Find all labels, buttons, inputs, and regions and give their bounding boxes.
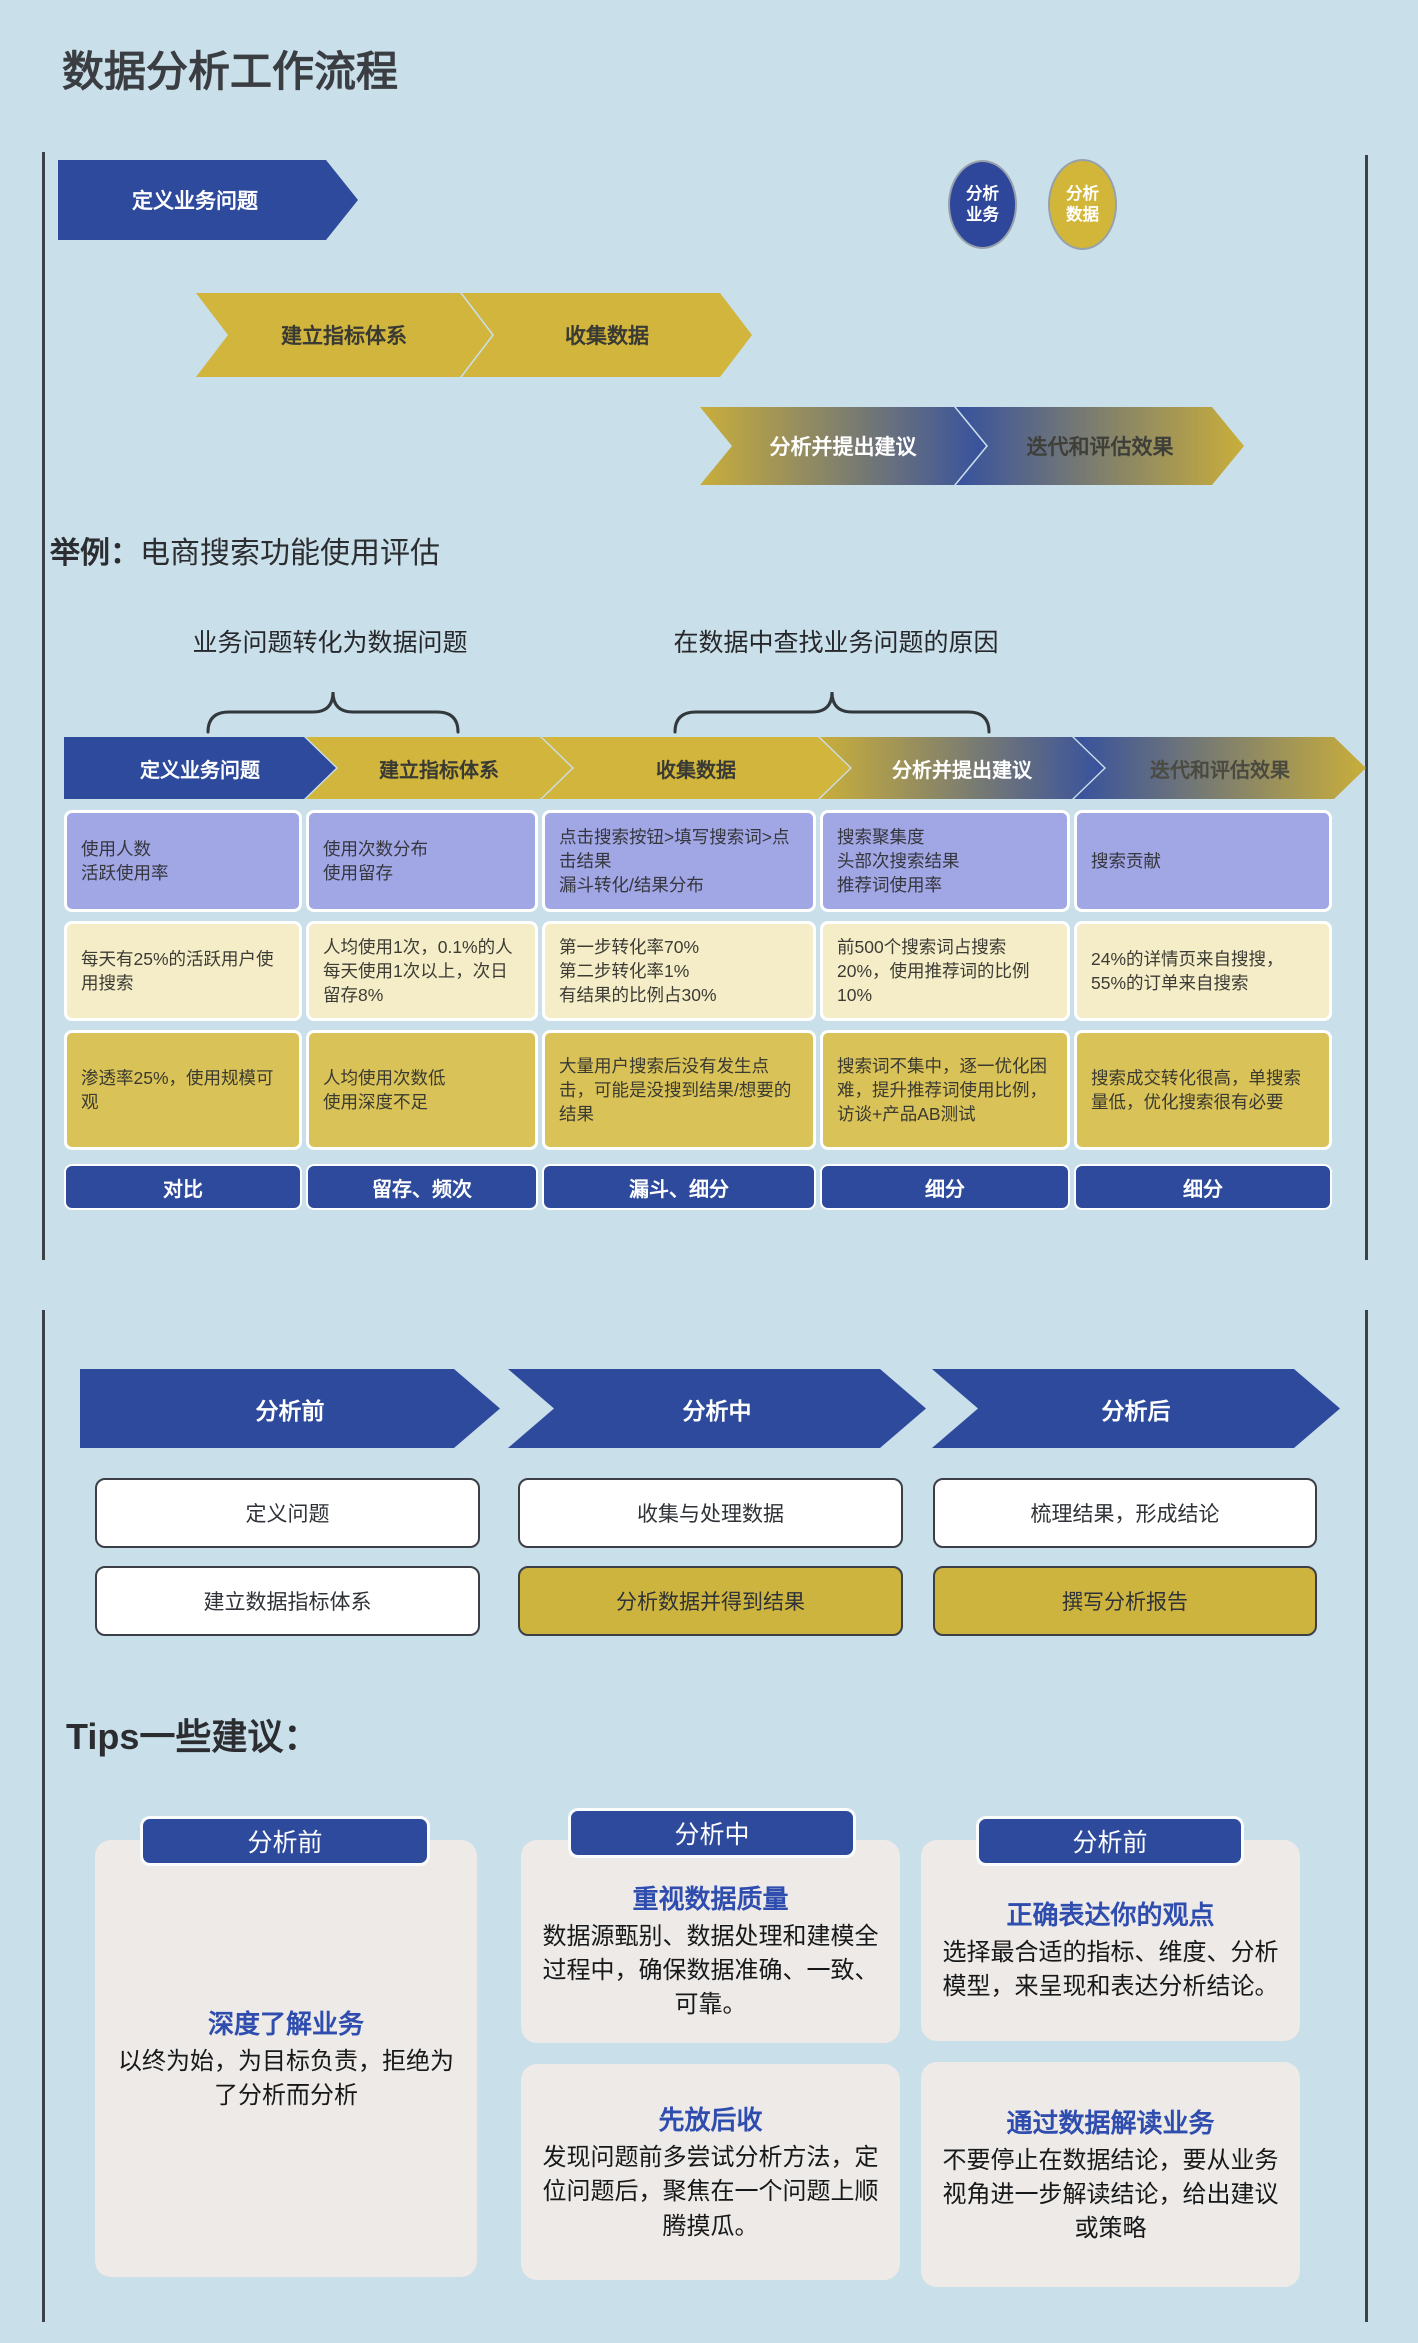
tip-title: 正确表达你的观点 xyxy=(1006,1899,1215,1930)
phase-box-build-metric-system: 建立数据指标体系 xyxy=(95,1566,480,1636)
flow-arrow-label: 迭代和评估效果 xyxy=(1026,436,1174,459)
example-heading-text: 电商搜索功能使用评估 xyxy=(140,537,440,570)
group-label-business-to-data: 业务问题转化为数据问题 xyxy=(192,629,468,657)
tip-title: 先放后收 xyxy=(658,2105,763,2136)
tips-heading: Tips一些建议： xyxy=(66,1716,320,1757)
flow-arrow-iterate-evaluate: 迭代和评估效果 xyxy=(956,407,1244,485)
section1-right-rule xyxy=(1365,155,1368,1260)
flow-arrow-define-problem: 定义业务问题 xyxy=(58,160,358,240)
brace-right xyxy=(673,691,991,734)
table-header-iterate-evaluate: 迭代和评估效果 xyxy=(1074,737,1366,799)
page-title: 数据分析工作流程 xyxy=(62,48,399,95)
table-header-analyze-suggest: 分析并提出建议 xyxy=(820,737,1104,799)
tip-title: 通过数据解读业务 xyxy=(1006,2107,1215,2138)
example-heading-prefix: 举例： xyxy=(50,537,140,570)
metric-cell: 搜索聚集度 头部次搜索结果 推荐词使用率 xyxy=(820,810,1070,912)
method-bar: 对比 xyxy=(64,1164,302,1210)
metric-cell: 使用人数 活跃使用率 xyxy=(64,810,302,912)
phase-box-define-problem: 定义问题 xyxy=(95,1478,480,1548)
tips-card: 深度了解业务 以终为始，为目标负责，拒绝为了分析而分析 xyxy=(95,1840,477,2277)
example-heading: 举例：电商搜索功能使用评估 xyxy=(50,528,440,572)
tips-tab-during: 分析中 xyxy=(568,1808,856,1858)
tip-title: 深度了解业务 xyxy=(207,2008,364,2039)
tips-card: 通过数据解读业务 不要停止在数据结论，要从业务视角进一步解读结论，给出建议或策略 xyxy=(921,2062,1300,2287)
flow-arrow-collect-data: 收集数据 xyxy=(462,293,752,377)
finding-cell: 人均使用1次，0.1%的人每天使用1次以上，次日留存8% xyxy=(306,921,538,1021)
finding-cell: 前500个搜索词占搜索20%，使用推荐词的比例10% xyxy=(820,921,1070,1021)
method-bar: 漏斗、细分 xyxy=(542,1164,816,1210)
table-header-build-metrics: 建立指标体系 xyxy=(306,737,572,799)
phase-box-organize-conclusions: 梳理结果，形成结论 xyxy=(933,1478,1317,1548)
tip-text: 以终为始，为目标负责，拒绝为了分析而分析 xyxy=(118,2047,454,2109)
table-header-define-problem: 定义业务问题 xyxy=(64,737,336,799)
group-label-find-cause: 在数据中查找业务问题的原因 xyxy=(673,629,999,657)
section2-left-rule xyxy=(42,1310,45,2322)
section1-left-rule xyxy=(42,152,45,1260)
metric-cell: 点击搜索按钮>填写搜索词>点击结果 漏斗转化/结果分布 xyxy=(542,810,816,912)
conclusion-cell: 搜索成交转化很高，单搜索量低，优化搜索很有必要 xyxy=(1074,1030,1332,1150)
flow-arrow-build-metrics: 建立指标体系 xyxy=(196,293,492,377)
flow-arrow-label: 建立指标体系 xyxy=(281,325,407,348)
conclusion-cell: 人均使用次数低 使用深度不足 xyxy=(306,1030,538,1150)
legend-circle-analyze-business: 分析 业务 xyxy=(948,160,1017,249)
phase-box-analyze-get-results: 分析数据并得到结果 xyxy=(518,1566,903,1636)
brace-left xyxy=(206,691,460,734)
flow-arrow-label: 定义业务问题 xyxy=(132,190,258,213)
tip-text: 发现问题前多尝试分析方法，定位问题后，聚焦在一个问题上顺腾摸瓜。 xyxy=(542,2144,879,2240)
flow-arrow-label: 分析并提出建议 xyxy=(769,436,917,459)
phase-arrow-before: 分析前 xyxy=(80,1369,500,1448)
section2-right-rule xyxy=(1365,1310,1368,2322)
metric-cell: 搜索贡献 xyxy=(1074,810,1332,912)
legend-circle-analyze-data: 分析 数据 xyxy=(1048,159,1117,250)
table-header-collect-data: 收集数据 xyxy=(542,737,850,799)
method-bar: 细分 xyxy=(820,1164,1070,1210)
method-bar: 留存、频次 xyxy=(306,1164,538,1210)
conclusion-cell: 渗透率25%，使用规模可观 xyxy=(64,1030,302,1150)
tip-text: 选择最合适的指标、维度、分析模型，来呈现和表达分析结论。 xyxy=(942,1938,1279,2000)
finding-cell: 24%的详情页来自搜搜，55%的订单来自搜索 xyxy=(1074,921,1332,1021)
tips-tab-before: 分析前 xyxy=(140,1816,430,1866)
tips-tab-after: 分析前 xyxy=(976,1816,1244,1866)
finding-cell: 第一步转化率70% 第二步转化率1% 有结果的比例占30% xyxy=(542,921,816,1021)
tips-card: 重视数据质量 数据源甄别、数据处理和建模全过程中，确保数据准确、一致、可靠。 xyxy=(521,1840,900,2043)
phase-arrow-after: 分析后 xyxy=(932,1369,1340,1448)
phase-box-write-report: 撰写分析报告 xyxy=(933,1566,1317,1636)
tips-card: 正确表达你的观点 选择最合适的指标、维度、分析模型，来呈现和表达分析结论。 xyxy=(921,1840,1300,2041)
phase-box-collect-process-data: 收集与处理数据 xyxy=(518,1478,903,1548)
metric-cell: 使用次数分布 使用留存 xyxy=(306,810,538,912)
flow-arrow-analyze-suggest: 分析并提出建议 xyxy=(700,407,986,485)
tip-title: 重视数据质量 xyxy=(632,1883,789,1914)
tips-card: 先放后收 发现问题前多尝试分析方法，定位问题后，聚焦在一个问题上顺腾摸瓜。 xyxy=(521,2064,900,2280)
tip-text: 不要停止在数据结论，要从业务视角进一步解读结论，给出建议或策略 xyxy=(942,2146,1279,2243)
finding-cell: 每天有25%的活跃用户使用搜索 xyxy=(64,921,302,1021)
conclusion-cell: 搜索词不集中，逐一优化困难，提升推荐词使用比例，访谈+产品AB测试 xyxy=(820,1030,1070,1150)
method-bar: 细分 xyxy=(1074,1164,1332,1210)
tip-text: 数据源甄别、数据处理和建模全过程中，确保数据准确、一致、可靠。 xyxy=(542,1922,879,2019)
conclusion-cell: 大量用户搜索后没有发生点击，可能是没搜到结果/想要的结果 xyxy=(542,1030,816,1150)
flow-arrow-label: 收集数据 xyxy=(565,325,649,348)
phase-arrow-during: 分析中 xyxy=(508,1369,926,1448)
